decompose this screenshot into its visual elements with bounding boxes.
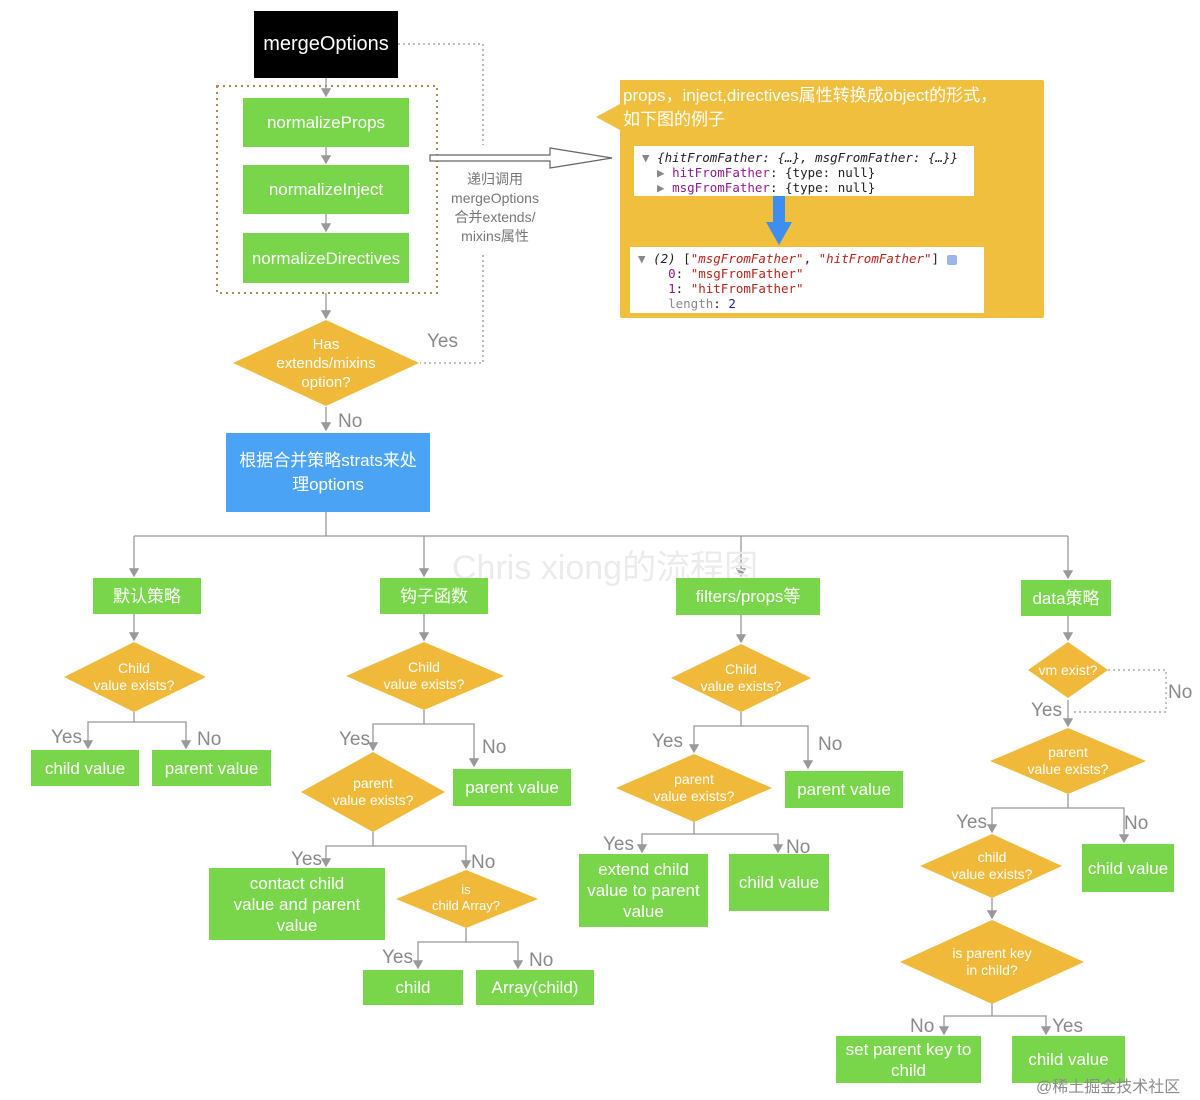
d3-parent-value-node: parent value: [785, 771, 903, 808]
console2-length-key: length: [668, 296, 714, 311]
filters-props-node: filters/props等: [676, 578, 820, 615]
d4-child-value-node: child value: [1082, 844, 1174, 892]
data-strategy-node: data策略: [1021, 580, 1111, 616]
d4-no-label-3: No: [910, 1016, 935, 1037]
d2-no-label-2: No: [471, 852, 496, 873]
hollow-arrow: [429, 147, 613, 169]
console-object-example: ▼ {hitFromFather: {…}, msgFromFather: {……: [634, 146, 974, 196]
d3-yes-label: Yes: [652, 731, 683, 752]
d2-concat-node: contact child value and parent value: [209, 868, 385, 940]
d4-no-label-vm: No: [1168, 682, 1193, 703]
transform-arrow: [766, 196, 792, 245]
normalize-inject-node: normalizeInject: [243, 165, 409, 214]
d2-array-child-node: Array(child): [476, 970, 594, 1005]
d3-parent-exists-text: parent value exists?: [653, 771, 735, 804]
d4-yes-label-2: Yes: [956, 812, 987, 833]
recursion-note: 递归调用 mergeOptions 合并extends/ mixins属性: [451, 171, 539, 244]
console2-b: "hitFromFather": [818, 251, 932, 266]
d3-child-value-node: child value: [729, 854, 829, 911]
d4-parent-exists-diamond: [990, 728, 1146, 794]
d2-child-exists-text: Child value exists?: [383, 659, 465, 692]
console-array-example: ▼ (2) ["msgFromFather", "hitFromFather"]…: [630, 247, 984, 313]
console2-val0: "msgFromFather": [690, 266, 804, 281]
has-extends-text: Has extends/mixins option?: [276, 335, 376, 391]
d4-child-value-2-node: child value: [1012, 1036, 1125, 1083]
info-icon: [946, 254, 957, 265]
console2-length-val: 2: [728, 296, 736, 311]
yes-label-extends: Yes: [427, 331, 458, 352]
d4-vm-exist-diamond: [1028, 642, 1108, 698]
d1-parent-value-node: parent value: [152, 750, 271, 786]
normalize-group-border: [216, 85, 438, 294]
has-extends-diamond: [233, 320, 419, 406]
d2-child-node: child: [363, 970, 463, 1005]
site-credit: @稀土掘金技术社区: [1036, 1079, 1181, 1096]
console1-key1: hitFromFather: [672, 165, 770, 180]
default-strategy-node: 默认策略: [93, 578, 201, 614]
console2-idx0: 0: [668, 266, 676, 281]
console2-count: (2): [653, 251, 676, 266]
d4-yes-label-vm: Yes: [1031, 700, 1062, 721]
d2-yes-label-3: Yes: [382, 947, 413, 968]
no-label-extends: No: [338, 411, 363, 432]
recursion-line-bottom: [420, 255, 484, 364]
d4-parent-key-diamond: [900, 920, 1084, 1004]
console1-val1: {type: null}: [785, 165, 876, 180]
d4-set-parent-key-node: set parent key to child: [836, 1036, 981, 1083]
hook-functions-node: 钩子函数: [380, 578, 488, 614]
d4-no-label-2: No: [1124, 813, 1149, 834]
d1-child-value-node: child value: [31, 750, 139, 786]
console1-key2: msgFromFather: [672, 180, 770, 195]
d1-child-exists-text: Child value exists?: [93, 660, 175, 693]
merge-options-node: mergeOptions: [254, 11, 398, 78]
d3-yes-label-2: Yes: [603, 834, 634, 855]
d2-parent-exists-text: parent value exists?: [332, 775, 414, 808]
console2-idx1: 1: [668, 281, 676, 296]
d2-child-exists-diamond: [346, 642, 504, 710]
console2-a: "msgFromFather": [690, 251, 804, 266]
console1-head: {hitFromFather: {…}, msgFromFather: {…}}: [657, 150, 959, 165]
d2-no-label: No: [482, 737, 507, 758]
d3-extend-node: extend child value to parent value: [579, 854, 708, 927]
panel-title: props，inject,directives属性转换成object的形式， 如…: [623, 86, 998, 129]
d3-no-label: No: [818, 734, 843, 755]
d4-parent-key-text: is parent key in child?: [952, 945, 1032, 978]
d2-yes-label: Yes: [339, 729, 370, 750]
d3-child-exists-diamond: [671, 644, 811, 712]
d1-child-exists-diamond: [64, 642, 206, 712]
console1-val2: {type: null}: [785, 180, 876, 195]
recursion-line-top: [398, 43, 484, 145]
d1-yes-label: Yes: [51, 727, 82, 748]
d3-child-exists-text: Child value exists?: [700, 661, 782, 694]
d2-parent-exists-diamond: [301, 752, 445, 832]
d3-parent-exists-diamond: [616, 754, 772, 822]
d4-parent-exists-text: parent value exists?: [1027, 744, 1109, 777]
d3-no-label-2: No: [786, 837, 811, 858]
d4-child-exists-diamond: [920, 834, 1062, 898]
console2-val1: "hitFromFather": [690, 281, 804, 296]
normalize-directives-node: normalizeDirectives: [243, 233, 409, 283]
d2-is-array-diamond: [396, 870, 538, 928]
d2-is-array-text: is child Array?: [432, 882, 500, 913]
d4-vm-exist-text: vm exist?: [1038, 661, 1098, 678]
d1-no-label: No: [197, 729, 222, 750]
d2-yes-label-2: Yes: [291, 849, 322, 870]
d4-yes-label-3: Yes: [1052, 1016, 1083, 1037]
normalize-props-node: normalizeProps: [243, 98, 409, 147]
d4-child-exists-text: child value exists?: [951, 849, 1033, 882]
strats-node: 根据合并策略strats来处 理options: [226, 433, 430, 512]
d2-parent-value-node: parent value: [453, 769, 571, 806]
d2-no-label-3: No: [529, 950, 554, 971]
